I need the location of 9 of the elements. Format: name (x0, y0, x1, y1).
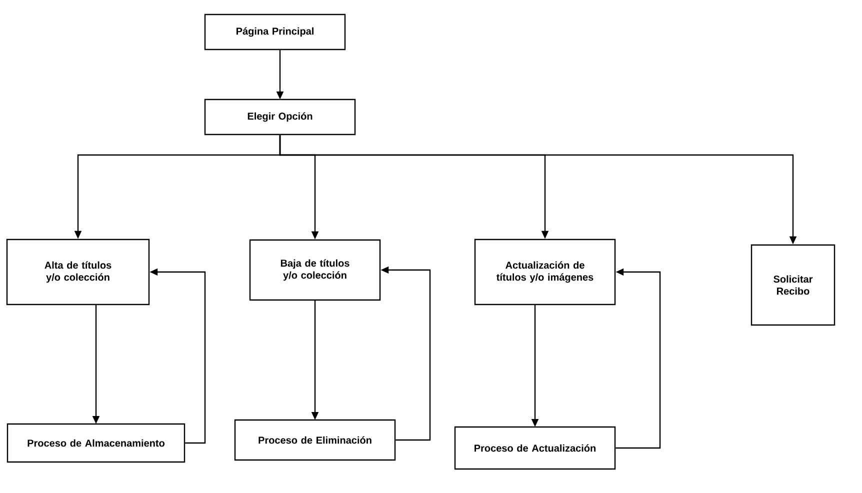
process-box: Proceso de Actualización (454, 426, 616, 470)
process-box: Solicitar Recibo (750, 244, 836, 326)
process-box: Elegir Opción (204, 98, 356, 136)
process-box: Proceso de Almacenamiento (6, 423, 186, 463)
process-box: Baja de títulos y/o colección (249, 239, 381, 301)
process-box: Página Principal (204, 14, 346, 50)
process-box: Actualización de títulos y/o imágenes (474, 238, 616, 306)
process-box: Proceso de Eliminación (234, 419, 396, 461)
process-box: Alta de títulos y/o colección (6, 238, 150, 306)
